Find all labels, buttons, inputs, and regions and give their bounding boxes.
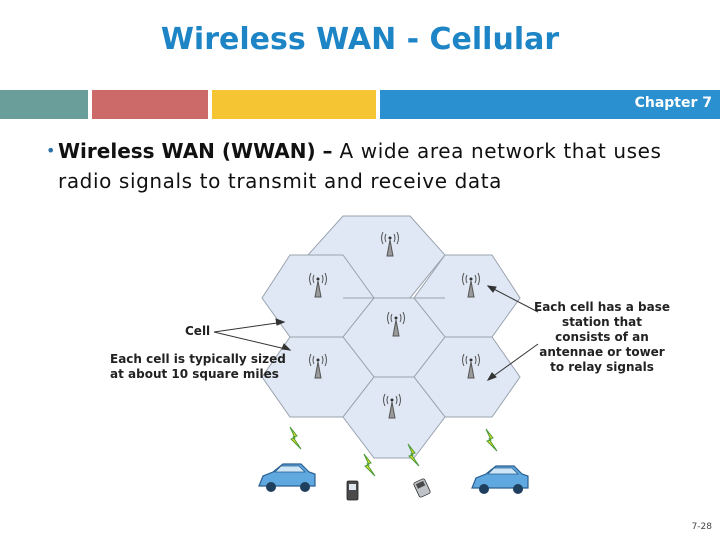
header-bar-segment-yellow (212, 90, 376, 119)
bullet-term: Wireless WAN (WWAN) – (58, 139, 333, 163)
slide-title: Wireless WAN - Cellular (160, 22, 560, 57)
bullet-text: A wide area network that uses radio sign… (58, 139, 662, 193)
car-icon (258, 463, 316, 493)
flip-phone-icon (413, 478, 431, 498)
base-station-note-line: consists of an (555, 330, 649, 344)
cell-size-note: Each cell is typically sized at about 10… (110, 352, 286, 382)
lightning-icon (485, 428, 498, 452)
callout-pointers (213, 285, 539, 381)
header-bar-segment-teal (0, 90, 88, 119)
lightning-icon (289, 426, 302, 450)
header-bar-segment-blue (380, 90, 720, 119)
car-icon (471, 465, 529, 495)
base-station-note-line: Each cell has a base (534, 300, 670, 314)
chapter-label: Chapter 7 (634, 95, 712, 111)
header-bar (0, 90, 720, 119)
cell-size-note-line: at about 10 square miles (110, 367, 279, 381)
base-station-note-line: antennae or tower (539, 345, 665, 359)
base-station-note: Each cell has a base station that consis… (532, 300, 672, 375)
bullet-dot: • (46, 141, 56, 160)
bullet-point: • Wireless WAN (WWAN) – A wide area netw… (46, 136, 698, 196)
cell-label: Cell (185, 324, 211, 338)
cell-size-note-line: Each cell is typically sized (110, 352, 286, 366)
slide-number: 7-28 (691, 522, 712, 532)
base-station-note-line: to relay signals (550, 360, 654, 374)
header-bar-segment-red (92, 90, 208, 119)
cell-phone-icon (346, 480, 359, 501)
base-station-note-line: station that (562, 315, 642, 329)
